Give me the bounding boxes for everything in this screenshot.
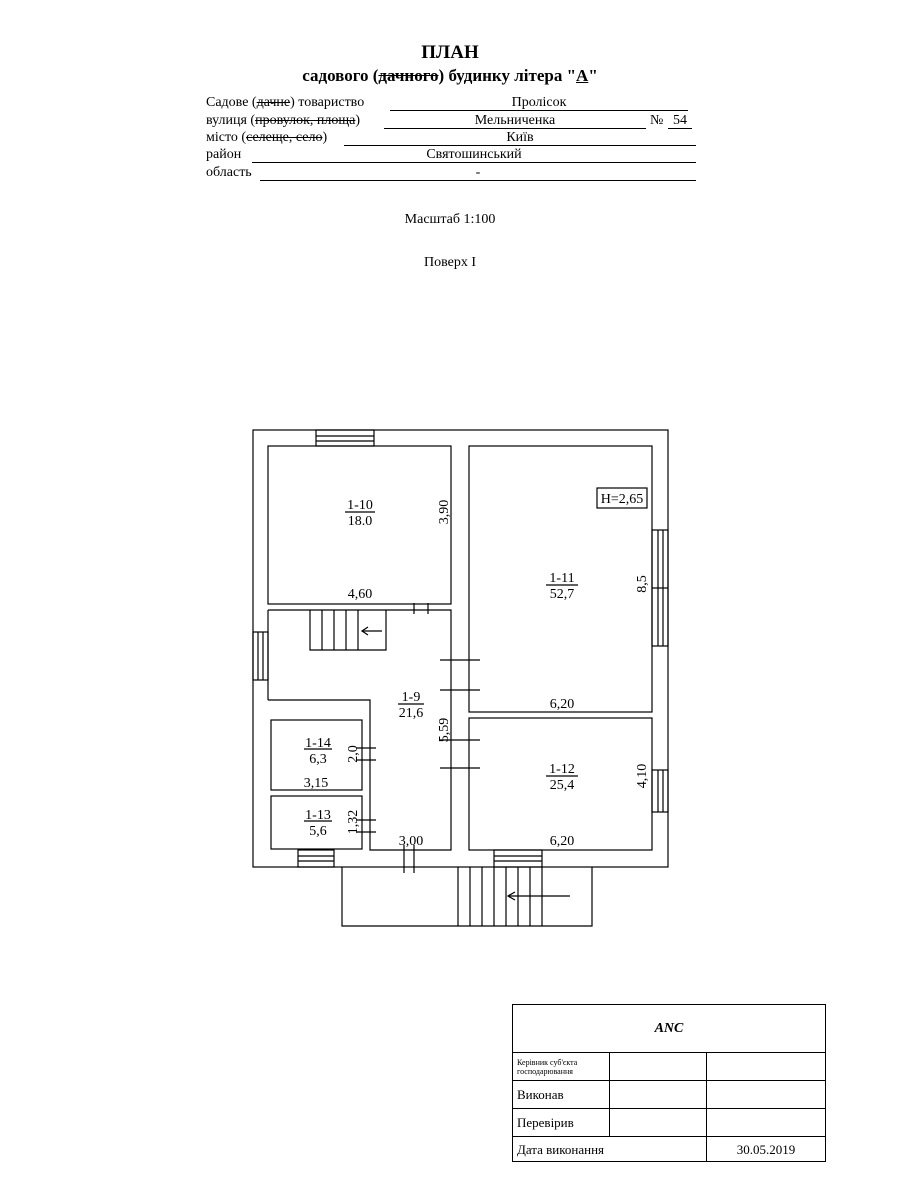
- title-block-title: ANC: [513, 1005, 825, 1053]
- title-block-date-value: 30.05.2019: [736, 1141, 796, 1157]
- porch: [341, 867, 593, 927]
- title-block-head-label: Керівник суб'єкта господарювання: [513, 1053, 610, 1081]
- dim-r110-width: 4,60: [348, 587, 373, 602]
- room-1-14-area: 6,3: [309, 752, 327, 767]
- floor-label: Поверх I: [423, 255, 476, 270]
- title-block: ANC Керівник суб'єкта господарювання Вик…: [512, 1004, 826, 1162]
- district-value: Святошинський: [252, 147, 696, 163]
- street-label: вулиця (провулок, площа): [206, 113, 361, 128]
- room-1-12-id: 1-12: [549, 762, 575, 777]
- room-1-9-outline: [268, 609, 452, 851]
- title-block-executor-name: [707, 1081, 825, 1109]
- room-1-13-id: 1-13: [305, 808, 331, 823]
- title-block-checker-signature: [610, 1109, 707, 1137]
- room-1-11-id: 1-11: [549, 571, 574, 586]
- height-box: [596, 487, 648, 509]
- dim-r111-height: 8,5: [635, 575, 650, 593]
- page-title: ПЛАН: [421, 42, 479, 63]
- dim-r112-width: 6,20: [550, 834, 575, 849]
- dim-r114-width: 3,15: [304, 776, 329, 791]
- room-1-13-area: 5,6: [309, 824, 327, 839]
- house-number-value: 54: [668, 113, 692, 129]
- house-number-label: №: [650, 113, 664, 128]
- window-right-lower: [651, 769, 669, 813]
- room-1-10-area: 18.0: [348, 514, 373, 529]
- dim-r19-height: 5,59: [437, 718, 452, 743]
- society-label: Садове (дачне) товариство: [206, 95, 365, 110]
- region-label: область: [206, 165, 252, 180]
- district-label: район: [206, 147, 242, 162]
- title-block-date-label: Дата виконання: [513, 1137, 707, 1161]
- page-subtitle: садового (дачного) будинку літера "А": [302, 66, 598, 85]
- room-1-10-id: 1-10: [347, 498, 373, 513]
- window-bottom-right: [493, 849, 543, 868]
- title-block-checker-label: Перевірив: [513, 1109, 610, 1137]
- title-block-head-signature: [610, 1053, 707, 1081]
- dim-r112-height: 4,10: [635, 764, 650, 789]
- room-1-12-area: 25,4: [550, 778, 575, 793]
- room-1-11-area: 52,7: [550, 587, 575, 602]
- room-1-9-area: 21,6: [399, 706, 424, 721]
- dim-r113-height: 1,32: [346, 810, 361, 835]
- title-block-head-name: [707, 1053, 825, 1081]
- city-value: Київ: [344, 130, 696, 146]
- height-label: Н=2,65: [601, 492, 644, 507]
- dim-r114-height: 2,0: [346, 745, 361, 763]
- title-block-executor-signature: [610, 1081, 707, 1109]
- room-1-14-outline: [270, 719, 363, 791]
- window-left: [252, 631, 269, 681]
- dim-r111-width: 6,20: [550, 697, 575, 712]
- title-block-checker-name: [707, 1109, 825, 1137]
- society-value: Пролісок: [390, 95, 688, 111]
- scale-label: Масштаб 1:100: [404, 212, 496, 227]
- window-top: [315, 429, 375, 447]
- room-1-9-id: 1-9: [402, 690, 421, 705]
- room-1-14-id: 1-14: [305, 736, 331, 751]
- window-bottom-left: [297, 849, 335, 868]
- dim-r110-height: 3,90: [437, 500, 452, 525]
- street-value: Мельниченка: [384, 113, 646, 129]
- region-value: -: [260, 165, 696, 181]
- title-block-executor-label: Виконав: [513, 1081, 610, 1109]
- room-1-13-outline: [270, 795, 363, 850]
- dim-r19-width: 3,00: [399, 834, 424, 849]
- city-label: місто (селеще, село): [206, 130, 328, 145]
